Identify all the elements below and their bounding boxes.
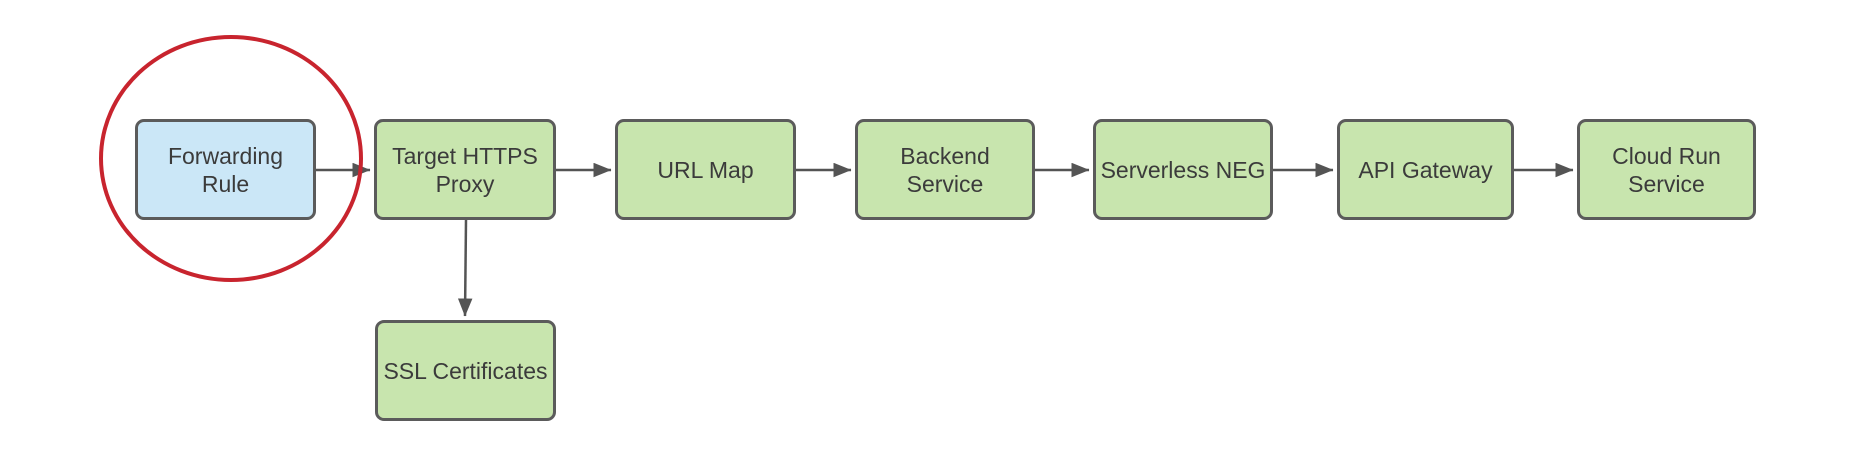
node-backend-service: Backend Service [855,119,1035,220]
node-target-https-proxy: Target HTTPS Proxy [374,119,556,220]
node-ssl-certificates: SSL Certificates [375,320,556,421]
arrow-target-https-proxy-to-ssl-certificates [457,219,473,317]
node-cloud-run-service: Cloud Run Service [1577,119,1756,220]
node-api-gateway: API Gateway [1337,119,1514,220]
node-url-map: URL Map [615,119,796,220]
highlight-ellipse [99,35,363,282]
node-serverless-neg: Serverless NEG [1093,119,1273,220]
